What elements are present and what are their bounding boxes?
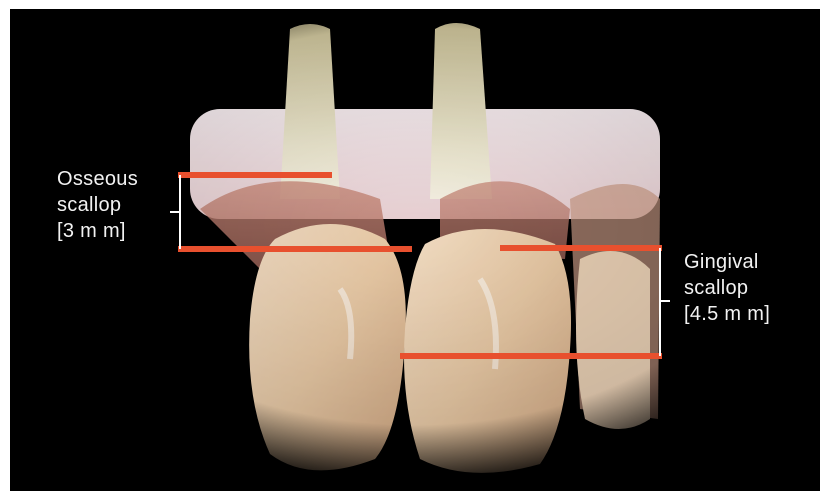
right-central-crown <box>404 229 571 473</box>
osseous-label-line1: Osseous <box>57 166 138 192</box>
osseous-label-line2: scallop <box>57 192 138 218</box>
left-central-crown <box>249 224 406 470</box>
osseous-scallop-label: Osseous scallop [3 m m] <box>57 166 138 244</box>
osseous-label-line3: [3 m m] <box>57 218 138 244</box>
right-lateral-crown <box>576 251 650 429</box>
gingival-label-line2: scallop <box>684 275 770 301</box>
gingival-scallop-label: Gingival scallop [4.5 m m] <box>684 249 770 327</box>
right-root <box>430 23 492 199</box>
gingival-label-line3: [4.5 m m] <box>684 301 770 327</box>
dental-figure: Osseous scallop [3 m m] Gingival scallop… <box>10 9 820 491</box>
gingival-label-line1: Gingival <box>684 249 770 275</box>
